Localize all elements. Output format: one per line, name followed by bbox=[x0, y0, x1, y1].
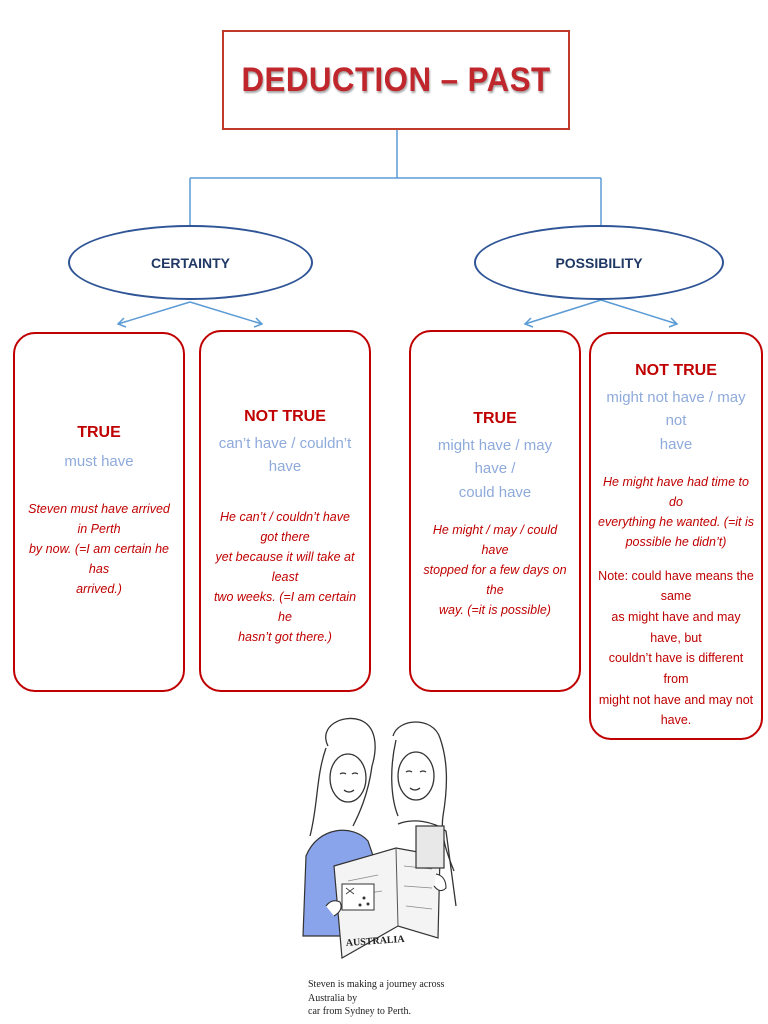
note-line: couldn’t have is different from bbox=[608, 651, 744, 686]
example-line: hasn’t got there.) bbox=[238, 629, 332, 644]
form-line: could have bbox=[458, 483, 532, 501]
card-possibility-not-true: NOT TRUE might not have / may not have H… bbox=[589, 332, 763, 740]
card-form: can’t have / couldn’t have bbox=[211, 432, 359, 479]
example-line: way. (=it is possible) bbox=[439, 602, 551, 617]
note-line: Note: could have means the same bbox=[598, 568, 754, 604]
note-line: as might have and may have, but bbox=[611, 610, 741, 645]
left-girl-face bbox=[329, 753, 367, 803]
note-line: have. bbox=[660, 713, 692, 728]
card-form: must have bbox=[25, 450, 173, 473]
card-example: Steven must have arrived in Perth by now… bbox=[25, 499, 173, 599]
illustration-girls-with-map: AUSTRALIA bbox=[298, 706, 458, 1011]
card-note: Note: could have means the same as might… bbox=[597, 566, 755, 731]
card-heading: NOT TRUE bbox=[244, 408, 326, 425]
card-possibility-true: TRUE might have / may have / could have … bbox=[409, 330, 581, 692]
example-line: yet because it will take at least bbox=[215, 549, 355, 584]
card-form: might have / may have / could have bbox=[421, 434, 569, 504]
example-line: stopped for a few days on the bbox=[423, 562, 567, 597]
arrowhead-possibility-true bbox=[523, 317, 534, 328]
form-line: must have bbox=[64, 453, 134, 470]
form-line: might not have / may not bbox=[606, 389, 746, 430]
example-line: Steven must have arrived in Perth bbox=[28, 502, 170, 537]
left-girl-hair bbox=[325, 717, 376, 827]
form-line: can’t have / couldn’t have bbox=[218, 435, 352, 476]
example-line: possible he didn’t) bbox=[625, 534, 727, 549]
example-line: He can’t / couldn’t have got there bbox=[220, 509, 350, 544]
flag-text: AUSTRALIA bbox=[345, 934, 405, 949]
note-line: might not have and may not bbox=[598, 692, 754, 707]
card-heading: NOT TRUE bbox=[635, 362, 717, 379]
right-girl-hair bbox=[392, 721, 455, 872]
girls-drawing: AUSTRALIA bbox=[302, 717, 457, 959]
page-title: DEDUCTION – PAST bbox=[241, 60, 551, 99]
card-certainty-true: TRUE must have Steven must have arrived … bbox=[13, 332, 185, 692]
certainty-label: CERTAINTY bbox=[150, 254, 231, 271]
caption-line: car from Sydney to Perth. bbox=[308, 1006, 412, 1017]
arrow-possibility-not-true bbox=[600, 299, 678, 325]
flag-icon bbox=[341, 883, 375, 911]
card-example: He might / may / could have stopped for … bbox=[421, 520, 569, 620]
arrow-possibility-true bbox=[524, 299, 602, 325]
form-line: might have / may have / bbox=[437, 437, 553, 478]
certainty-oval: CERTAINTY bbox=[68, 225, 313, 300]
illustration-caption: Steven is making a journey across Austra… bbox=[308, 978, 456, 1019]
arrow-certainty-not-true bbox=[189, 301, 263, 325]
possibility-label: POSSIBILITY bbox=[555, 254, 643, 271]
right-girl-face bbox=[397, 751, 435, 801]
form-line: have bbox=[659, 435, 693, 453]
card-form: might not have / may not have bbox=[597, 386, 755, 456]
card-heading: TRUE bbox=[473, 410, 517, 427]
possibility-oval: POSSIBILITY bbox=[474, 225, 724, 300]
example-line: He might / may / could have bbox=[432, 522, 558, 557]
card-certainty-not-true: NOT TRUE can’t have / couldn’t have He c… bbox=[199, 330, 371, 692]
arrowhead-possibility-not-true bbox=[668, 317, 679, 328]
card-example: He can’t / couldn’t have got there yet b… bbox=[211, 507, 359, 647]
arrow-certainty-true bbox=[117, 301, 191, 325]
arrowhead-certainty-not-true bbox=[253, 317, 264, 328]
caption-line: Steven is making a journey across Austra… bbox=[308, 979, 445, 1004]
example-line: two weeks. (=I am certain he bbox=[213, 589, 357, 624]
arrowhead-certainty-true bbox=[116, 317, 127, 328]
book bbox=[415, 825, 445, 869]
example-line: by now. (=I am certain he has bbox=[28, 542, 169, 577]
title-box: DEDUCTION – PAST bbox=[222, 30, 570, 130]
card-example: He might have had time to do everything … bbox=[597, 472, 755, 552]
card-heading: TRUE bbox=[77, 424, 121, 441]
example-line: everything he wanted. (=it is bbox=[598, 514, 754, 529]
example-line: He might have had time to do bbox=[603, 474, 749, 509]
example-line: arrived.) bbox=[76, 582, 122, 597]
